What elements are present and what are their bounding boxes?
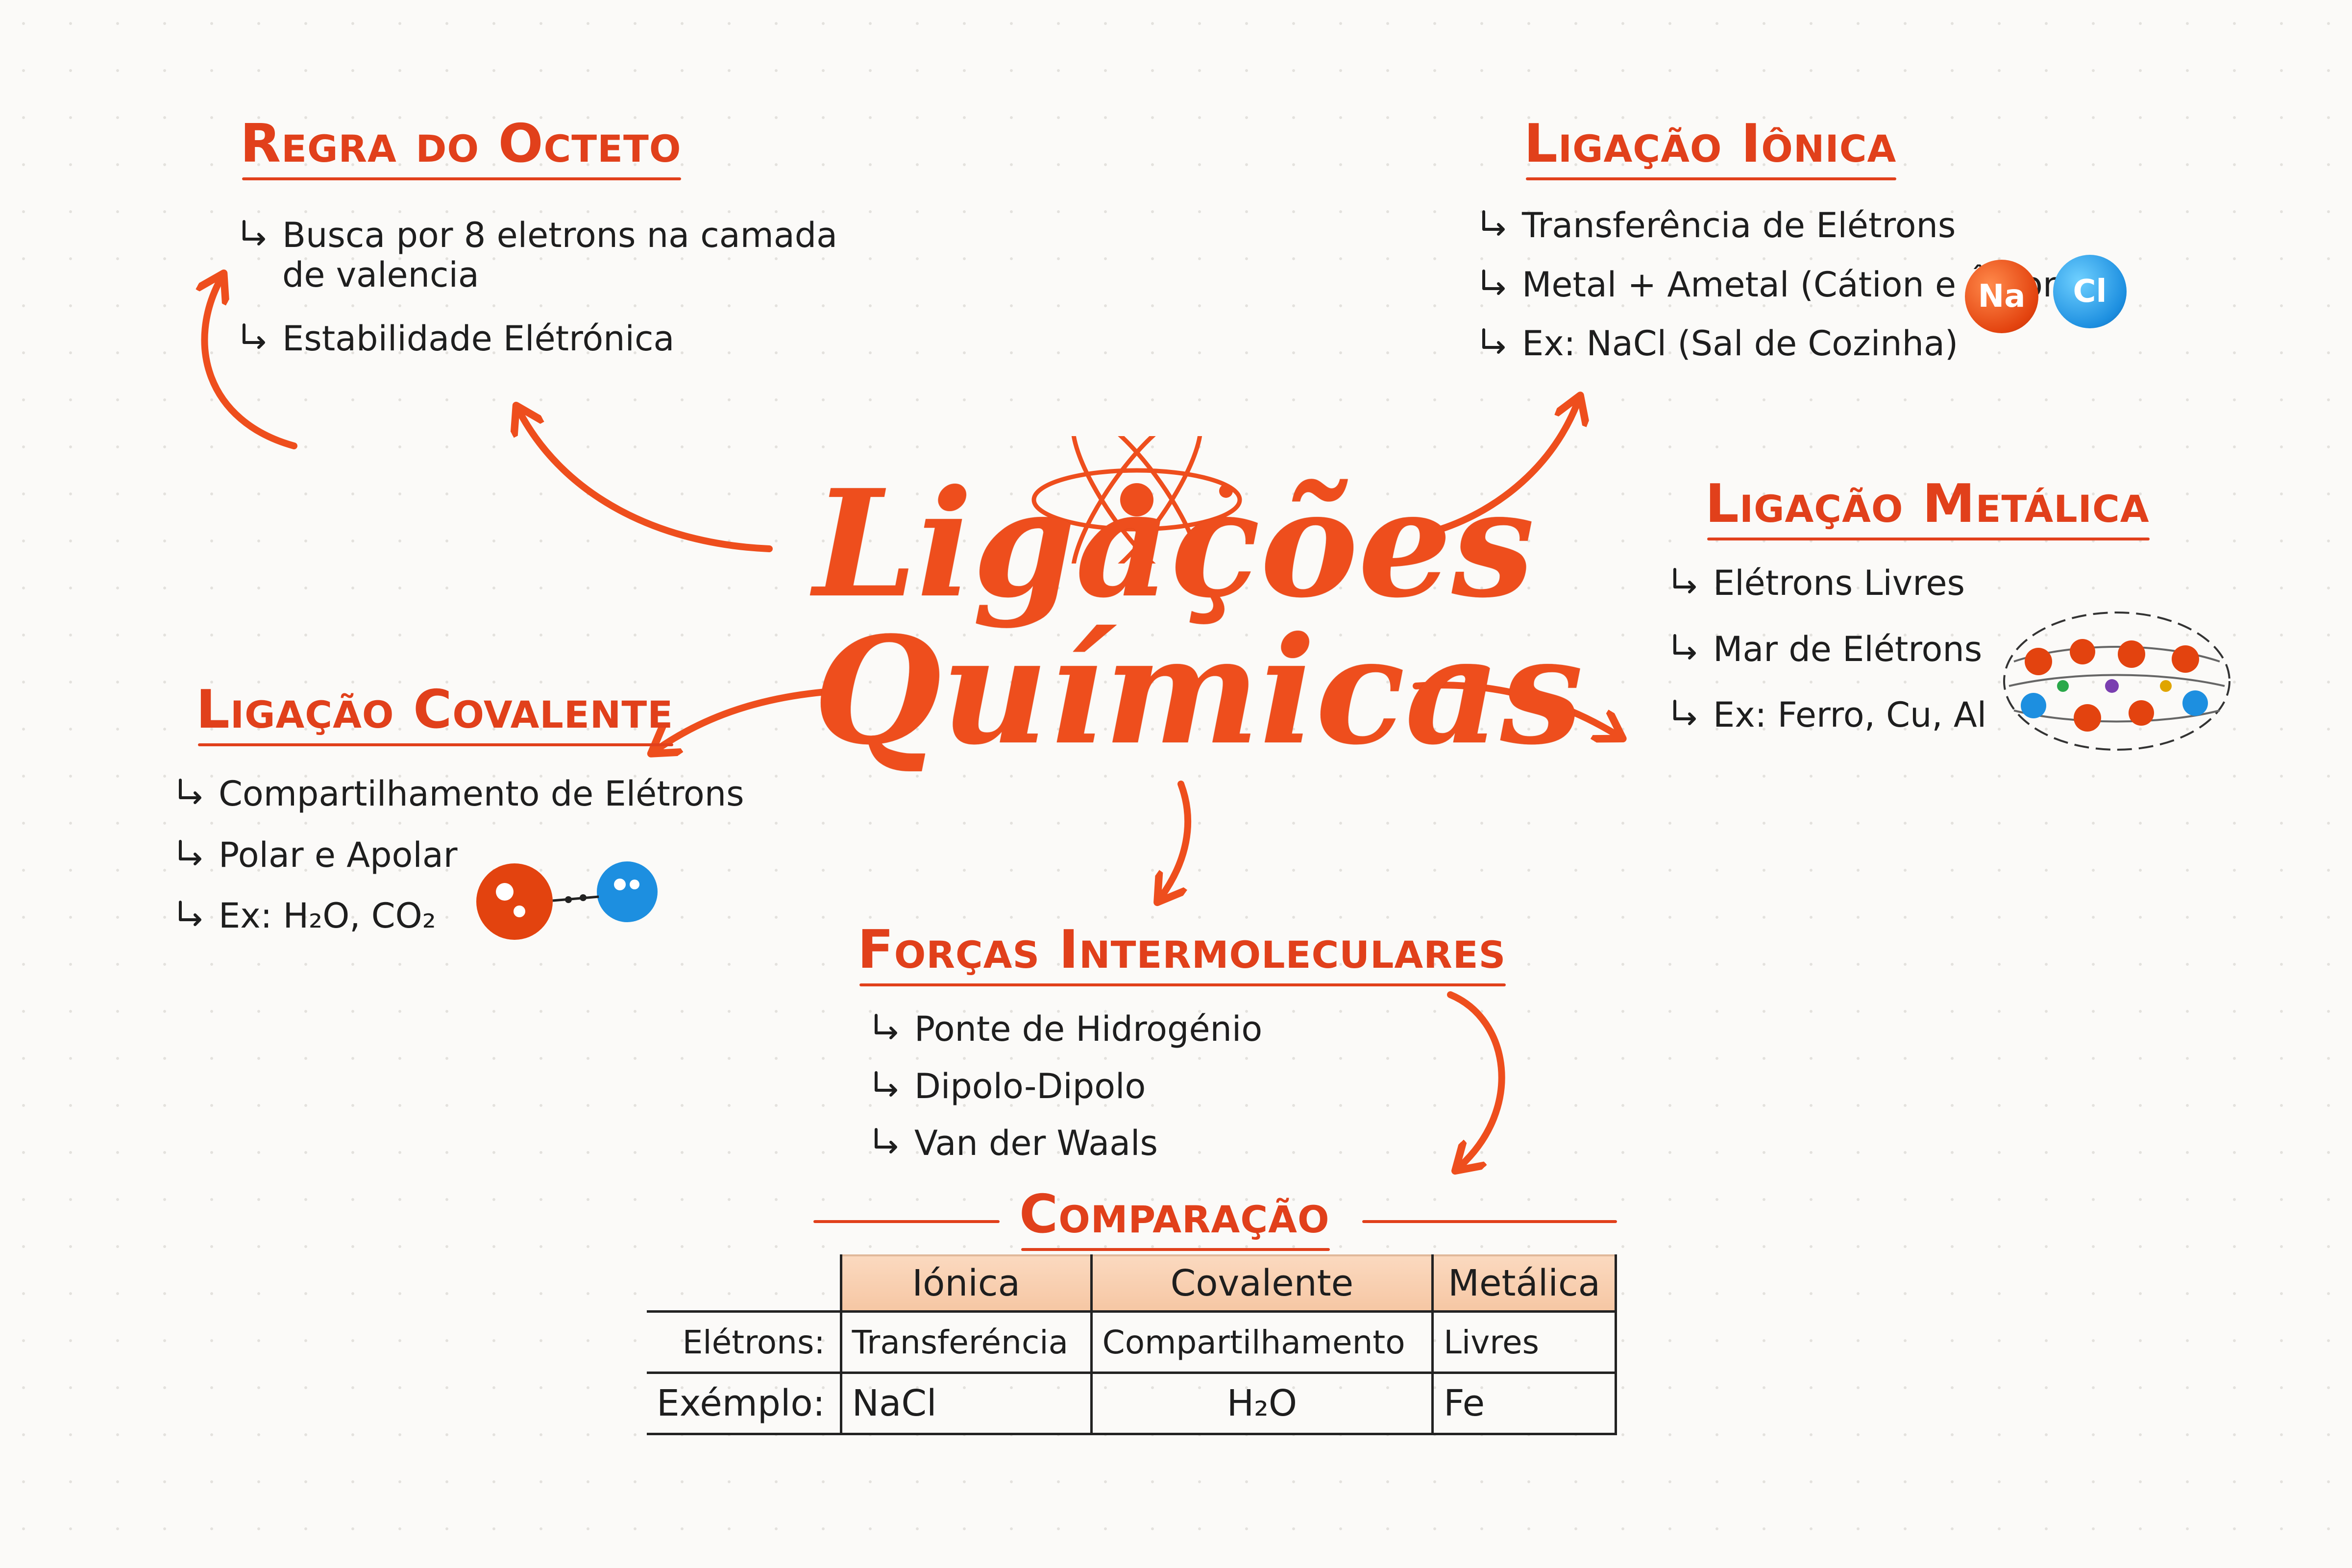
- list-item-label: Mar de Elétrons: [1713, 629, 1983, 669]
- list-item-label: Estabilidade Elétrónica: [282, 318, 675, 359]
- table-cell: Fe: [1431, 1372, 1617, 1435]
- forcas-list: Ponte de Hidrogénio Dipolo-Dipolo Van de…: [867, 1009, 1262, 1163]
- list-item-label: Elétrons Livres: [1713, 563, 1965, 603]
- hook-arrow-icon: [179, 779, 201, 804]
- list-item-label: Ex: Ferro, Cu, Al: [1713, 695, 1987, 735]
- column-header: Iónica: [839, 1254, 1093, 1312]
- list-item-label: Compartilhamento de Elétrons: [219, 774, 744, 814]
- comparison-table: Iónica Covalente Metálica Elétrons: Tran…: [647, 1254, 1617, 1435]
- table-corner: [647, 1255, 841, 1312]
- list-item: Polar e Apolar: [172, 835, 744, 875]
- list-item: Ex: NaCl (Sal de Cozinha): [1475, 324, 2078, 364]
- row-label: Exémplo:: [647, 1372, 841, 1435]
- column-header: Covalente: [1090, 1254, 1434, 1312]
- hook-arrow-icon: [1673, 568, 1696, 593]
- arrow-octeto-loop: [204, 279, 297, 449]
- metalica-list: Elétrons Livres Mar de Elétrons Ex: Ferr…: [1666, 564, 1986, 735]
- atom-icon: [1031, 436, 1242, 564]
- hook-arrow-icon: [1482, 210, 1505, 236]
- arrow-to-covalente: [657, 687, 841, 750]
- table-cell: Compartilhamento: [1090, 1310, 1433, 1373]
- list-item-label: Transferência de Elétrons: [1522, 205, 1956, 245]
- ionica-heading: Ligação Iônica: [1524, 113, 1897, 180]
- list-item: Van der Waals: [867, 1124, 1262, 1163]
- table-cell: Livres: [1431, 1310, 1617, 1373]
- hook-arrow-icon: [1482, 269, 1505, 295]
- list-item-label: Polar e Apolar: [219, 834, 458, 875]
- list-item-label: Ex: H₂O, CO₂: [219, 896, 436, 936]
- forcas-heading: Forças Intermoleculares: [858, 919, 1506, 986]
- list-item: de valencia: [235, 255, 837, 295]
- comparacao-rule-right: [1362, 1220, 1617, 1223]
- list-item: Ex: H₂O, CO₂: [172, 896, 744, 936]
- list-item-label: Ponte de Hidrogénio: [914, 1009, 1263, 1049]
- sodium-atom: Na: [1965, 260, 2038, 333]
- list-item-label: Busca por 8 eletrons na camada: [282, 215, 838, 255]
- table-cell: NaCl: [839, 1372, 1092, 1435]
- list-item: Busca por 8 eletrons na camada: [235, 216, 837, 255]
- table-cell: H₂O: [1090, 1372, 1433, 1435]
- hook-arrow-icon: [243, 220, 265, 245]
- octeto-list: Busca por 8 eletrons na camada de valenc…: [235, 216, 837, 359]
- hook-arrow-icon: [243, 323, 265, 349]
- list-item-label: de valencia: [282, 254, 479, 295]
- hook-arrow-icon: [179, 901, 201, 926]
- main-title-line-2: Químicas: [813, 604, 1583, 777]
- metal-lattice-icon: [2003, 612, 2230, 751]
- arrow-to-metalica: [1413, 682, 1617, 735]
- list-item: Mar de Elétrons: [1666, 629, 1986, 669]
- list-item: Ex: Ferro, Cu, Al: [1666, 695, 1986, 735]
- table-header-row: Iónica Covalente Metálica: [647, 1254, 1617, 1312]
- list-item-label: Dipolo-Dipolo: [914, 1066, 1146, 1106]
- table-row: Exémplo: NaCl H₂O Fe: [647, 1372, 1617, 1435]
- list-item: Transferência de Elétrons: [1475, 206, 2078, 245]
- chlorine-atom: Cl: [2053, 255, 2127, 328]
- list-item-label: Ex: NaCl (Sal de Cozinha): [1522, 323, 1959, 364]
- row-label: Elétrons:: [647, 1310, 841, 1373]
- hook-arrow-icon: [1673, 634, 1696, 660]
- comparacao-heading: Comparação: [1019, 1184, 1330, 1251]
- arrow-to-comparacao: [1447, 991, 1505, 1166]
- comparacao-rule-left: [813, 1220, 1000, 1223]
- covalent-molecule-icon: [476, 861, 658, 940]
- hook-arrow-icon: [875, 1014, 897, 1039]
- main-title-line-1: Ligações: [813, 457, 1535, 630]
- hook-arrow-icon: [179, 839, 201, 865]
- list-item: Dipolo-Dipolo: [867, 1066, 1262, 1106]
- list-item-label: Van der Waals: [914, 1123, 1158, 1163]
- list-item: Estabilidade Elétrónica: [235, 319, 837, 359]
- arrow-to-forcas: [1161, 781, 1192, 897]
- covalente-list: Compartilhamento de Elétrons Polar e Apo…: [172, 774, 744, 936]
- covalente-heading: Ligação Covalente: [196, 679, 674, 746]
- octeto-heading: Regra do Octeto: [240, 113, 682, 180]
- hook-arrow-icon: [875, 1128, 897, 1153]
- hook-arrow-icon: [1673, 700, 1696, 725]
- arrow-to-ionica: [1437, 402, 1578, 533]
- hook-arrow-icon: [875, 1071, 897, 1097]
- table-cell: Transferéncia: [839, 1310, 1092, 1373]
- table-row: Elétrons: Transferéncia Compartilhamento…: [647, 1310, 1617, 1373]
- arrow-to-octeto: [519, 412, 773, 552]
- metalica-heading: Ligação Metálica: [1705, 473, 2150, 540]
- hook-arrow-icon: [1482, 328, 1505, 354]
- column-header: Metálica: [1431, 1254, 1617, 1312]
- list-item: Compartilhamento de Elétrons: [172, 774, 744, 814]
- list-item: Ponte de Hidrogénio: [867, 1009, 1262, 1049]
- list-item: Elétrons Livres: [1666, 564, 1986, 603]
